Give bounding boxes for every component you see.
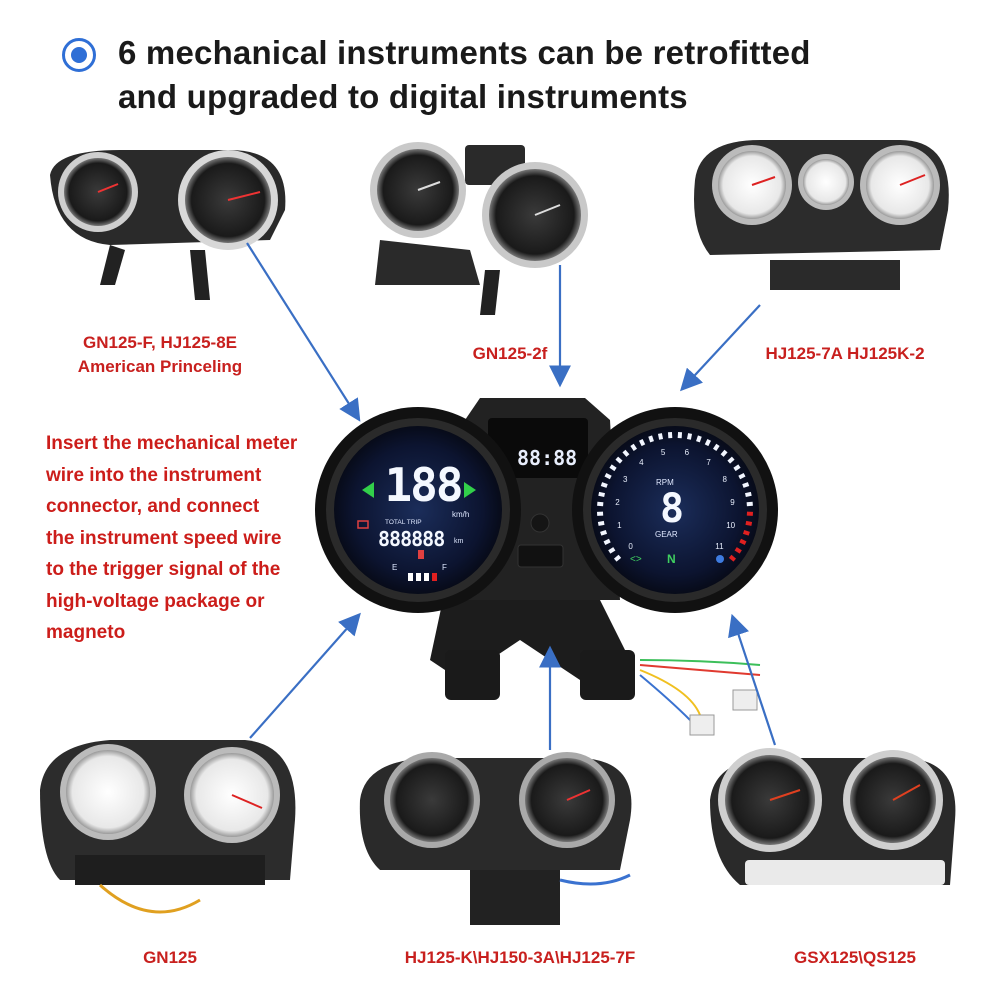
gear-display: 8 [659, 486, 685, 532]
label-gn125-2f: GN125-2f [472, 344, 548, 363]
rpm-tick-label: 11 [715, 542, 724, 552]
rpm-segment [742, 482, 750, 488]
digital-dashboard: <> [315, 398, 778, 736]
rpm-tick-label: 3 [623, 475, 628, 485]
instrument-gn125-f [50, 150, 286, 300]
rpm-segment [746, 501, 753, 507]
rpm-segment [657, 433, 664, 440]
rpm-tick-label: 4 [639, 457, 644, 467]
rpm-segment [596, 511, 604, 516]
rpm-segment [597, 501, 604, 507]
rpm-segment [733, 464, 741, 472]
instruction-text: Insert the mechanical meter wire into th… [46, 428, 336, 649]
rpm-segment [712, 443, 720, 452]
speed-unit: km/h [452, 510, 470, 519]
instruction-line: connector, and connect [46, 496, 260, 517]
speed-display: 188 [384, 458, 463, 512]
odometer-unit: km [454, 538, 464, 545]
rpm-segment [613, 554, 622, 562]
instrument-gn125-2f [370, 142, 588, 315]
rpm-segment [686, 433, 693, 440]
right-turn-icon [464, 482, 476, 498]
rpm-segment [667, 432, 673, 439]
rpm-segment [608, 547, 616, 554]
instrument-hj125-7a [694, 140, 949, 290]
rpm-tick-label: 7 [706, 457, 711, 467]
rpm-tick-label: 0 [628, 542, 633, 552]
rpm-segment [603, 538, 611, 545]
rpm-segment [696, 435, 702, 443]
rpm-tick-label: 9 [730, 497, 735, 507]
headline-line-2: and upgraded to digital instruments [118, 78, 688, 115]
total-trip-label: TOTAL TRIP [385, 519, 422, 526]
rpm-segment [734, 547, 742, 554]
label-hj125-7a: HJ125-7A HJ125K-2 [765, 344, 925, 363]
instrument-gn125 [40, 740, 296, 914]
rpm-segment [738, 472, 746, 480]
rpm-tick-label: 1 [617, 521, 622, 531]
rpm-segment [742, 530, 750, 536]
rpm-segment [615, 456, 623, 464]
rpm-segment [622, 449, 630, 457]
label-hj125-k: HJ125-K\HJ150-3A\HJ125-7F [404, 948, 636, 967]
label-gsx125: GSX125\QS125 [794, 948, 916, 967]
rpm-tick-label: 10 [726, 521, 736, 531]
instrument-gsx125 [710, 748, 956, 885]
rpm-segment [704, 439, 711, 447]
fuel-empty-label: E [392, 563, 398, 572]
label-gn125-f-line2: American Princeling [77, 357, 243, 376]
rpm-segment [630, 443, 638, 452]
rpm-segment [600, 482, 608, 488]
rpm-tick-label: 5 [660, 448, 666, 458]
clock-display: 88:88 [517, 446, 578, 470]
instruction-line: the instrument speed wire [46, 527, 282, 549]
rpm-segment [739, 538, 747, 545]
rpm-segment [600, 530, 608, 536]
rpm-segment [604, 472, 612, 480]
rpm-segment [745, 520, 753, 526]
fuel-icon [418, 550, 424, 559]
rpm-segment [677, 432, 683, 439]
rpm-segment [648, 435, 654, 443]
connector-arrows [246, 242, 777, 750]
neutral-indicator: N [667, 552, 676, 566]
rpm-tick-label: 2 [615, 497, 620, 507]
gear-label: GEAR [655, 530, 678, 539]
rpm-segment [728, 554, 737, 562]
odometer-display: 888888 [378, 527, 445, 551]
rpm-label: RPM [656, 478, 674, 487]
rpm-segment [720, 449, 728, 457]
rpm-segment [746, 511, 754, 516]
instruction-line: wire into the instrument [46, 464, 262, 486]
instruction-line: magneto [46, 622, 126, 643]
fuel-full-label: F [442, 563, 447, 572]
headlight-icon [716, 555, 724, 563]
high-beam-icon: <> [630, 554, 642, 565]
instruction-line: high-voltage package or [46, 590, 265, 612]
instrument-hj125-k [359, 752, 632, 925]
rpm-segment [639, 439, 646, 447]
rpm-segment [727, 456, 735, 464]
label-gn125: GN125 [143, 948, 197, 967]
rpm-tick-label: 6 [684, 448, 690, 458]
instruction-line: to the trigger signal of the [46, 559, 281, 580]
battery-icon [357, 520, 369, 529]
instruction-line: Insert the mechanical meter [46, 433, 298, 454]
rpm-segment [598, 491, 605, 497]
rpm-tick-label: 8 [722, 475, 727, 485]
headline-line-1: 6 mechanical instruments can be retrofit… [118, 34, 811, 71]
rpm-segment [745, 491, 752, 497]
radio-bullet-icon [62, 38, 96, 72]
rpm-segment [609, 464, 617, 472]
label-gn125-f-line1: GN125-F, HJ125-8E [82, 333, 238, 352]
rpm-segment [597, 520, 605, 526]
left-turn-icon [362, 482, 374, 498]
